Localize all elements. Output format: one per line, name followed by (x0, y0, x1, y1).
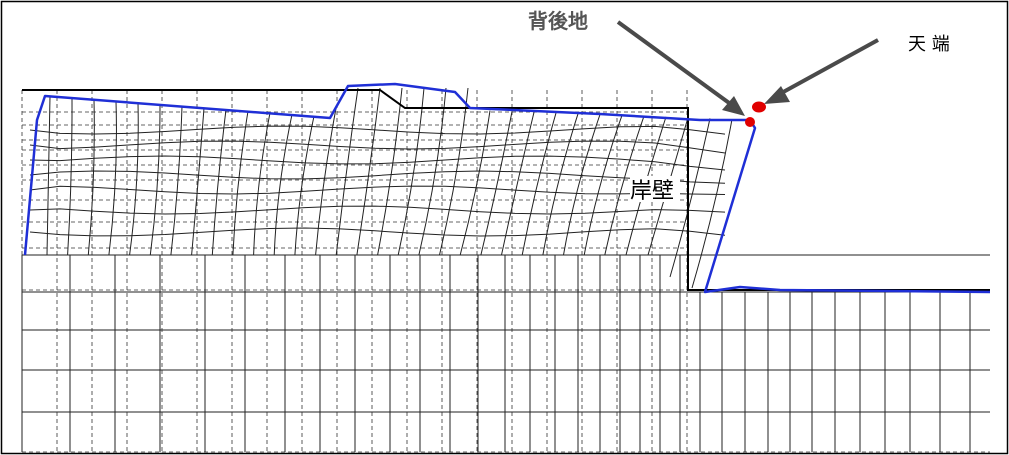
deformed-column-line (149, 104, 161, 256)
backfill-arrowhead (722, 96, 745, 116)
deformed-column-line (397, 87, 425, 256)
deformed-column-line (294, 116, 315, 256)
crown-marker (752, 101, 766, 113)
deformed-column-line (46, 96, 51, 256)
deformed-column-line (67, 97, 73, 256)
deformed-ground-outline (23, 82, 991, 294)
deformed-column-line (356, 87, 381, 256)
deformed-column-line (521, 112, 557, 256)
deformed-column-line (459, 110, 491, 256)
deformed-column-line (170, 106, 183, 256)
deformed-column-line (315, 108, 337, 256)
crown-arrow (775, 38, 879, 98)
deformed-column-line (211, 109, 227, 256)
deformed-column-line (583, 115, 623, 256)
crown-arrowhead (764, 86, 790, 104)
deformed-column-line (335, 87, 359, 256)
deformed-row-line (29, 205, 726, 215)
quay-wall-label-bg (630, 176, 680, 202)
deformed-row-line (29, 170, 726, 184)
backfill-marker (745, 117, 755, 127)
backfill-arrow (616, 20, 738, 110)
quay-wall-label: 岸壁 (630, 179, 674, 204)
deformed-column-line (691, 119, 733, 289)
deformed-row-line (29, 155, 726, 171)
deformed-column-line (480, 111, 513, 256)
deformed-column-line (273, 114, 293, 256)
deformed-column-line (669, 118, 711, 278)
deformed-row-line (29, 185, 726, 195)
deformed-column-line (232, 111, 249, 256)
deformed-column-line (253, 112, 271, 256)
deformed-column-line (501, 112, 535, 256)
deformed-column-line (108, 101, 117, 256)
annotation-arrows (616, 20, 879, 116)
deformed-row-line (29, 125, 726, 135)
backfill-label: 背後地 (528, 9, 588, 33)
deformed-column-line (87, 99, 95, 256)
deformed-column-line (563, 114, 601, 256)
deformed-column-line (604, 115, 645, 256)
original-ground-outline (22, 89, 990, 291)
deformed-mesh (29, 87, 733, 289)
deformed-column-line (129, 102, 139, 256)
deformed-row-line (29, 227, 726, 237)
foundation-mesh (21, 254, 990, 452)
deformed-column-line (377, 87, 403, 256)
deformed-column-line (191, 107, 205, 256)
crown-label: 天 端 (908, 34, 950, 55)
deformed-row-line (29, 140, 726, 154)
deformed-column-line (542, 113, 579, 256)
